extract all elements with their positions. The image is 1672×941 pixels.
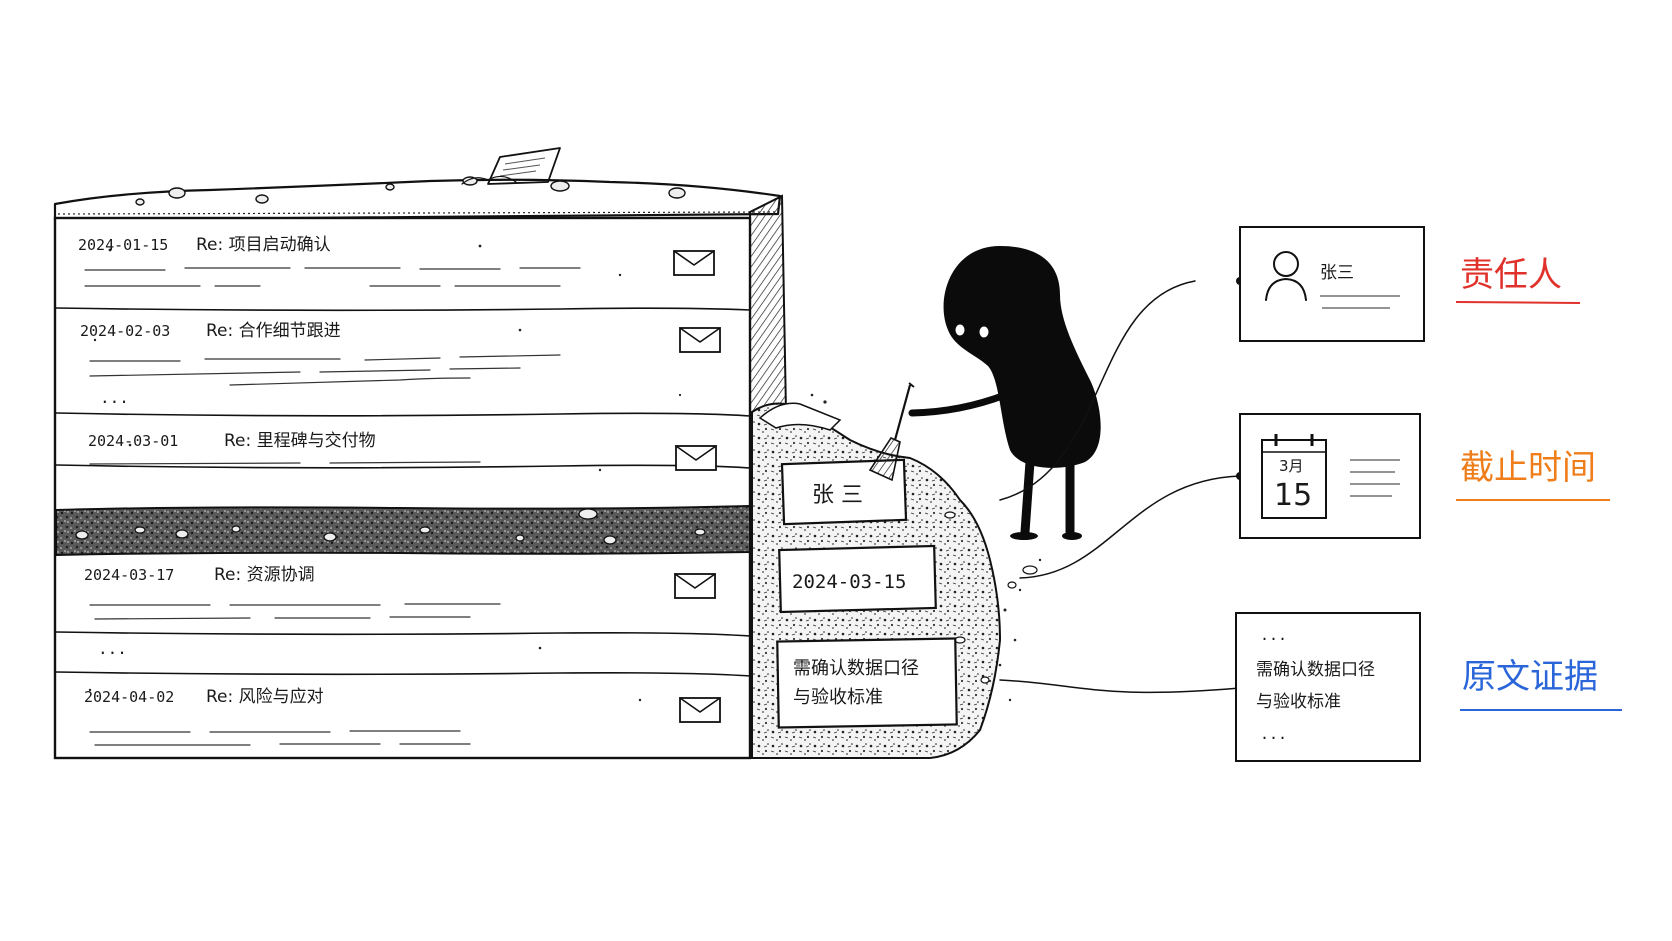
soil-specks xyxy=(88,244,682,702)
email-date: 2024-02-03 xyxy=(80,322,170,340)
email-row[interactable]: 2024-02-03 Re: 合作细节跟进 xyxy=(80,321,721,353)
dig-tag-evidence[interactable]: 需确认数据口径 与验收标准 xyxy=(776,637,958,729)
buried-paper xyxy=(461,147,561,185)
card-evidence-line2: 与验收标准 xyxy=(1256,692,1341,712)
card-deadline[interactable]: 3月 15 xyxy=(1239,413,1421,539)
ellipsis-2: ... xyxy=(98,639,127,658)
connector-evidence xyxy=(999,679,1241,694)
label-evidence-text: 原文证据 xyxy=(1462,657,1598,697)
body-scribbles xyxy=(84,267,581,746)
envelope-icon[interactable] xyxy=(674,573,716,599)
dig-tag-evidence-line2: 与验收标准 xyxy=(793,687,883,708)
envelope-icon[interactable] xyxy=(675,445,717,471)
email-subject: Re: 资源协调 xyxy=(214,565,315,585)
label-evidence: 原文证据 xyxy=(1460,657,1622,711)
connector-deadline xyxy=(1019,475,1241,579)
card-evidence-line1: 需确认数据口径 xyxy=(1256,660,1375,680)
card-evidence-top: ... xyxy=(1260,626,1287,644)
dig-tag-owner-text: 张 三 xyxy=(812,483,863,508)
email-date: 2024-03-01 xyxy=(88,432,178,450)
email-row[interactable]: 2024-03-01 Re: 里程碑与交付物 xyxy=(88,431,717,471)
email-list: 2024-01-15 Re: 项目启动确认 2024-02-03 Re: 合作细… xyxy=(78,235,721,723)
dig-tag-owner[interactable]: 张 三 xyxy=(780,458,908,526)
calendar-month: 3月 xyxy=(1279,457,1304,475)
calendar-icon xyxy=(1261,434,1327,519)
digger-character xyxy=(868,246,1101,540)
dig-tag-date[interactable]: 2024-03-15 xyxy=(778,544,937,614)
connector-owner xyxy=(999,280,1196,501)
email-row[interactable]: 2024-04-02 Re: 风险与应对 xyxy=(84,687,721,723)
earth-block xyxy=(53,147,788,760)
email-date: 2024-01-15 xyxy=(78,236,168,254)
label-deadline: 截止时间 xyxy=(1456,448,1610,501)
email-subject: Re: 里程碑与交付物 xyxy=(224,431,376,451)
envelope-icon[interactable] xyxy=(679,327,721,353)
card-owner[interactable]: 张三 xyxy=(1239,226,1425,342)
label-owner-text: 责任人 xyxy=(1460,255,1562,295)
envelope-icon[interactable] xyxy=(673,250,715,276)
email-row[interactable]: 2024-01-15 Re: 项目启动确认 xyxy=(78,235,715,276)
email-subject: Re: 项目启动确认 xyxy=(196,235,331,255)
email-row[interactable]: 2024-03-17 Re: 资源协调 xyxy=(84,565,716,599)
card-evidence-bottom: ... xyxy=(1260,725,1287,743)
sediment-pebbles xyxy=(75,508,706,545)
envelope-icon[interactable] xyxy=(679,697,721,723)
ellipsis-1: ... xyxy=(100,388,129,407)
calendar-day: 15 xyxy=(1274,478,1312,513)
strata-lines xyxy=(55,307,751,677)
connectors xyxy=(999,280,1241,694)
person-icon xyxy=(1265,251,1307,301)
brush-icon xyxy=(868,382,915,482)
card-owner-name: 张三 xyxy=(1320,263,1354,283)
surface-pebbles xyxy=(135,176,686,206)
dig-tag-evidence-line1: 需确认数据口径 xyxy=(793,658,919,679)
email-subject: Re: 风险与应对 xyxy=(206,687,324,707)
label-deadline-text: 截止时间 xyxy=(1460,448,1596,488)
email-date: 2024-04-02 xyxy=(84,688,174,706)
dig-tag-date-text: 2024-03-15 xyxy=(792,571,906,593)
card-evidence[interactable]: ... 需确认数据口径 与验收标准 ... xyxy=(1235,612,1421,762)
label-owner: 责任人 xyxy=(1455,255,1581,304)
pit-specks xyxy=(810,393,1042,702)
sediment-layer xyxy=(55,504,751,557)
email-date: 2024-03-17 xyxy=(84,566,174,584)
email-subject: Re: 合作细节跟进 xyxy=(206,321,341,341)
